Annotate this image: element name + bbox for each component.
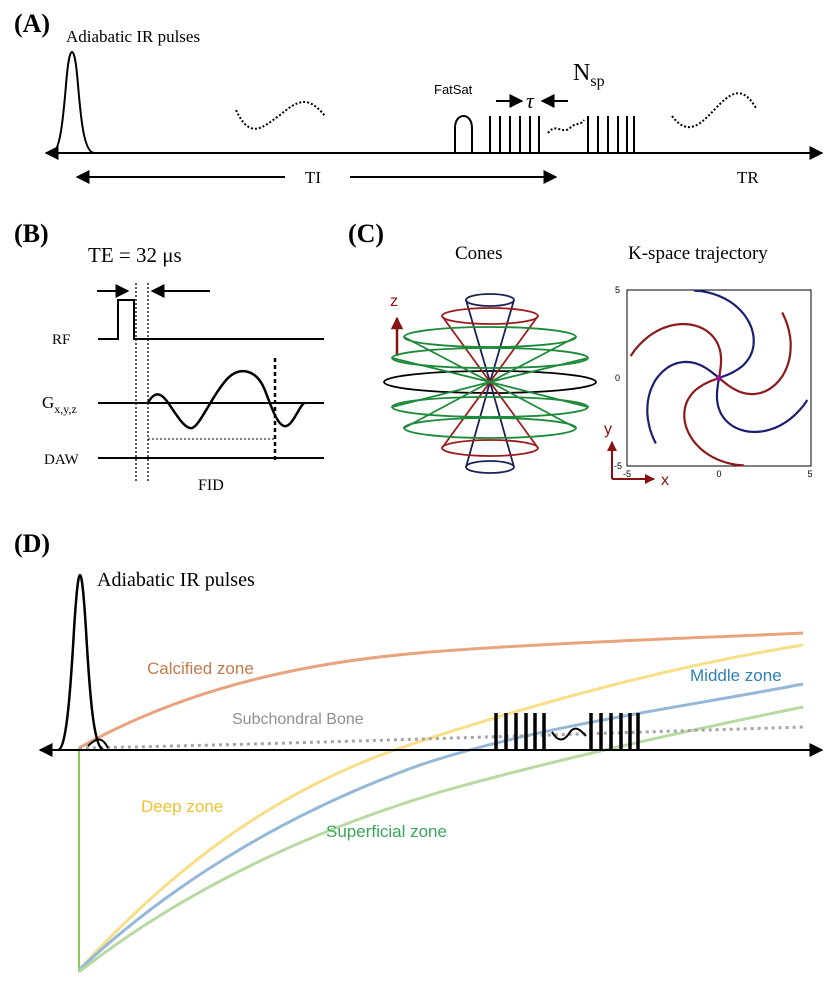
kspace-x-label: x <box>661 472 669 489</box>
curve-calcified <box>78 631 804 750</box>
label-subchondral: Subchondral Bone <box>232 711 364 728</box>
panel-a-wave-mid <box>547 119 585 134</box>
panel-a-nsp-sub: sp <box>590 73 604 90</box>
kspace-tick-ymax: 5 <box>615 285 620 295</box>
panel-b-g-main: G <box>42 393 54 412</box>
kspace-spiral-arm <box>646 360 720 444</box>
panel-d-spoke-wave <box>551 727 587 741</box>
panel-c-kspace-title: K-space trajectory <box>628 243 768 264</box>
kspace-spiral-arm <box>683 376 745 467</box>
panel-b-g-waveform <box>146 369 305 430</box>
panel-c: (C) Cones K-space trajectory z <box>348 219 813 489</box>
panel-b-g-sub: x,y,z <box>54 402 77 416</box>
label-deep: Deep zone <box>141 797 223 816</box>
kspace-spiral-arm <box>715 377 809 433</box>
kspace-tick-yzero: 0 <box>615 373 620 383</box>
panel-b-label: (B) <box>14 219 49 248</box>
cone-central-ring <box>383 370 597 394</box>
curve-middle <box>77 682 804 972</box>
panel-b: (B) TE = 32 μs RF Gx,y,z DAW FID <box>14 219 324 494</box>
cone-red-bottom <box>441 439 539 457</box>
panel-c-z-label: z <box>390 293 398 310</box>
cone-red-top <box>441 307 539 325</box>
kspace-spiral-arm <box>693 289 755 380</box>
cone-green-top <box>403 326 577 348</box>
cone-bottom-cap <box>465 460 515 474</box>
panel-d-ir-pulse <box>57 573 105 752</box>
panel-a-ti-label: TI <box>305 168 321 187</box>
panel-a-ir-label: Adiabatic IR pulses <box>66 27 200 46</box>
panel-d-spoke-train-2 <box>589 713 640 750</box>
kspace-tick-ymin: -5 <box>614 461 622 471</box>
kspace-tick-xmax: 5 <box>807 469 812 479</box>
panel-d: (D) Adiabatic IR pulses Calcified zone S <box>14 529 824 974</box>
panel-c-cones <box>383 293 597 474</box>
panel-b-te-label: TE = 32 μs <box>88 243 182 267</box>
curve-superficial <box>78 705 804 974</box>
label-middle: Middle zone <box>690 666 782 685</box>
panel-a-nsp-label: Nsp <box>573 60 605 90</box>
panel-b-g-label: Gx,y,z <box>42 393 77 416</box>
kspace-spiral-arm <box>629 323 723 379</box>
label-calcified: Calcified zone <box>147 659 254 678</box>
kspace-y-label: y <box>604 421 612 438</box>
label-superficial: Superficial zone <box>326 822 447 841</box>
panel-a-tau-label: τ <box>526 88 535 113</box>
kspace-spirals <box>629 289 809 467</box>
panel-a-wave-1 <box>235 101 326 130</box>
panel-c-kspace: 5 0 -5 -5 0 5 x y <box>604 285 813 489</box>
kspace-tick-xzero: 0 <box>716 469 721 479</box>
kspace-center <box>716 375 722 381</box>
panel-c-cones-title: Cones <box>455 243 503 264</box>
panel-a-ir-pulse <box>51 50 95 154</box>
kspace-spiral-arm <box>718 312 792 396</box>
panel-b-rf-label: RF <box>52 332 70 348</box>
panel-a-spoke-train-1 <box>489 116 540 153</box>
panel-d-ir-label: Adiabatic IR pulses <box>97 569 255 591</box>
panel-a-spoke-train-2 <box>587 116 635 153</box>
panel-b-rf-pulse <box>98 299 324 340</box>
panel-a-fatsat-label: FatSat <box>434 82 473 97</box>
panel-a-fatsat-pulse <box>454 115 473 153</box>
panel-d-label: (D) <box>14 529 50 558</box>
panel-a-wave-2 <box>671 92 757 129</box>
panel-a-tr-label: TR <box>737 168 759 187</box>
panel-b-fid-label: FID <box>198 477 224 494</box>
cone-top-cap <box>465 293 515 307</box>
panel-c-label: (C) <box>348 219 384 248</box>
curve-subchondral <box>78 725 804 750</box>
panel-a: (A) Adiabatic IR pulses FatSat τ Ns <box>14 9 824 187</box>
panel-d-ir-tail <box>87 738 109 749</box>
panel-a-label: (A) <box>14 9 50 38</box>
panel-a-nsp-main: N <box>573 60 590 86</box>
kspace-tick-xmin: -5 <box>623 469 631 479</box>
cone-green-sides <box>391 336 589 429</box>
panel-d-spoke-train-1 <box>494 713 546 750</box>
panel-b-daw-label: DAW <box>44 452 79 468</box>
cone-green-bottom <box>403 417 577 439</box>
